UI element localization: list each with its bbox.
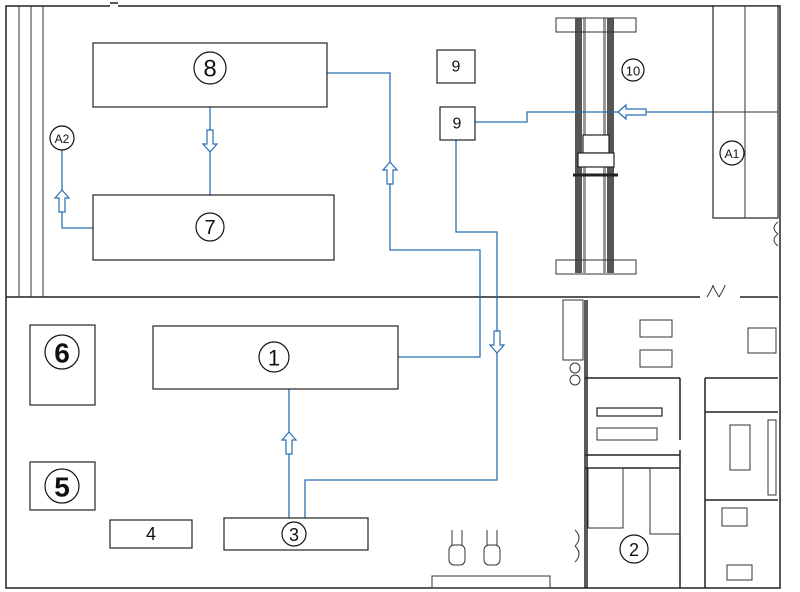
office-area [545,284,778,588]
flow-arrows [53,103,647,455]
station-9-top: 9 [436,49,476,84]
svg-text:4: 4 [146,524,156,544]
svg-text:8: 8 [203,56,216,83]
label-a2: A2 [49,125,75,151]
station-6: 6 [29,324,96,406]
arrow-down-icon [201,129,219,153]
svg-text:A2: A2 [55,132,70,146]
label-a1: A1 [719,140,745,166]
station-5: 5 [29,461,96,511]
platform [431,575,551,589]
station-9-bottom: 9 [439,106,476,141]
label-10: 10 [621,58,645,82]
svg-text:10: 10 [626,64,640,79]
station-1: 1 [152,325,399,390]
svg-text:5: 5 [54,472,70,503]
conveyor-10 [555,17,637,275]
outer-walls [5,2,781,589]
arrow-down-icon [488,330,506,354]
station-7: 7 [92,194,335,261]
flow-lines [61,72,713,518]
arrow-up-icon [381,161,399,185]
arrow-left-icon [617,103,647,121]
svg-text:9: 9 [453,116,462,133]
svg-text:1: 1 [268,346,280,371]
svg-text:6: 6 [54,338,70,369]
svg-text:A1: A1 [725,147,740,161]
svg-text:3: 3 [289,525,299,545]
station-8: 8 [92,42,328,108]
room-2: 2 [619,534,649,564]
area-a1 [712,5,779,247]
arrow-up-icon [280,431,298,455]
svg-text:7: 7 [204,217,215,239]
arrow-up-icon [53,189,71,213]
robot-icon [448,530,501,566]
station-4: 4 [109,519,193,549]
svg-text:9: 9 [452,59,461,76]
svg-text:2: 2 [629,540,639,560]
station-3: 3 [223,517,369,551]
